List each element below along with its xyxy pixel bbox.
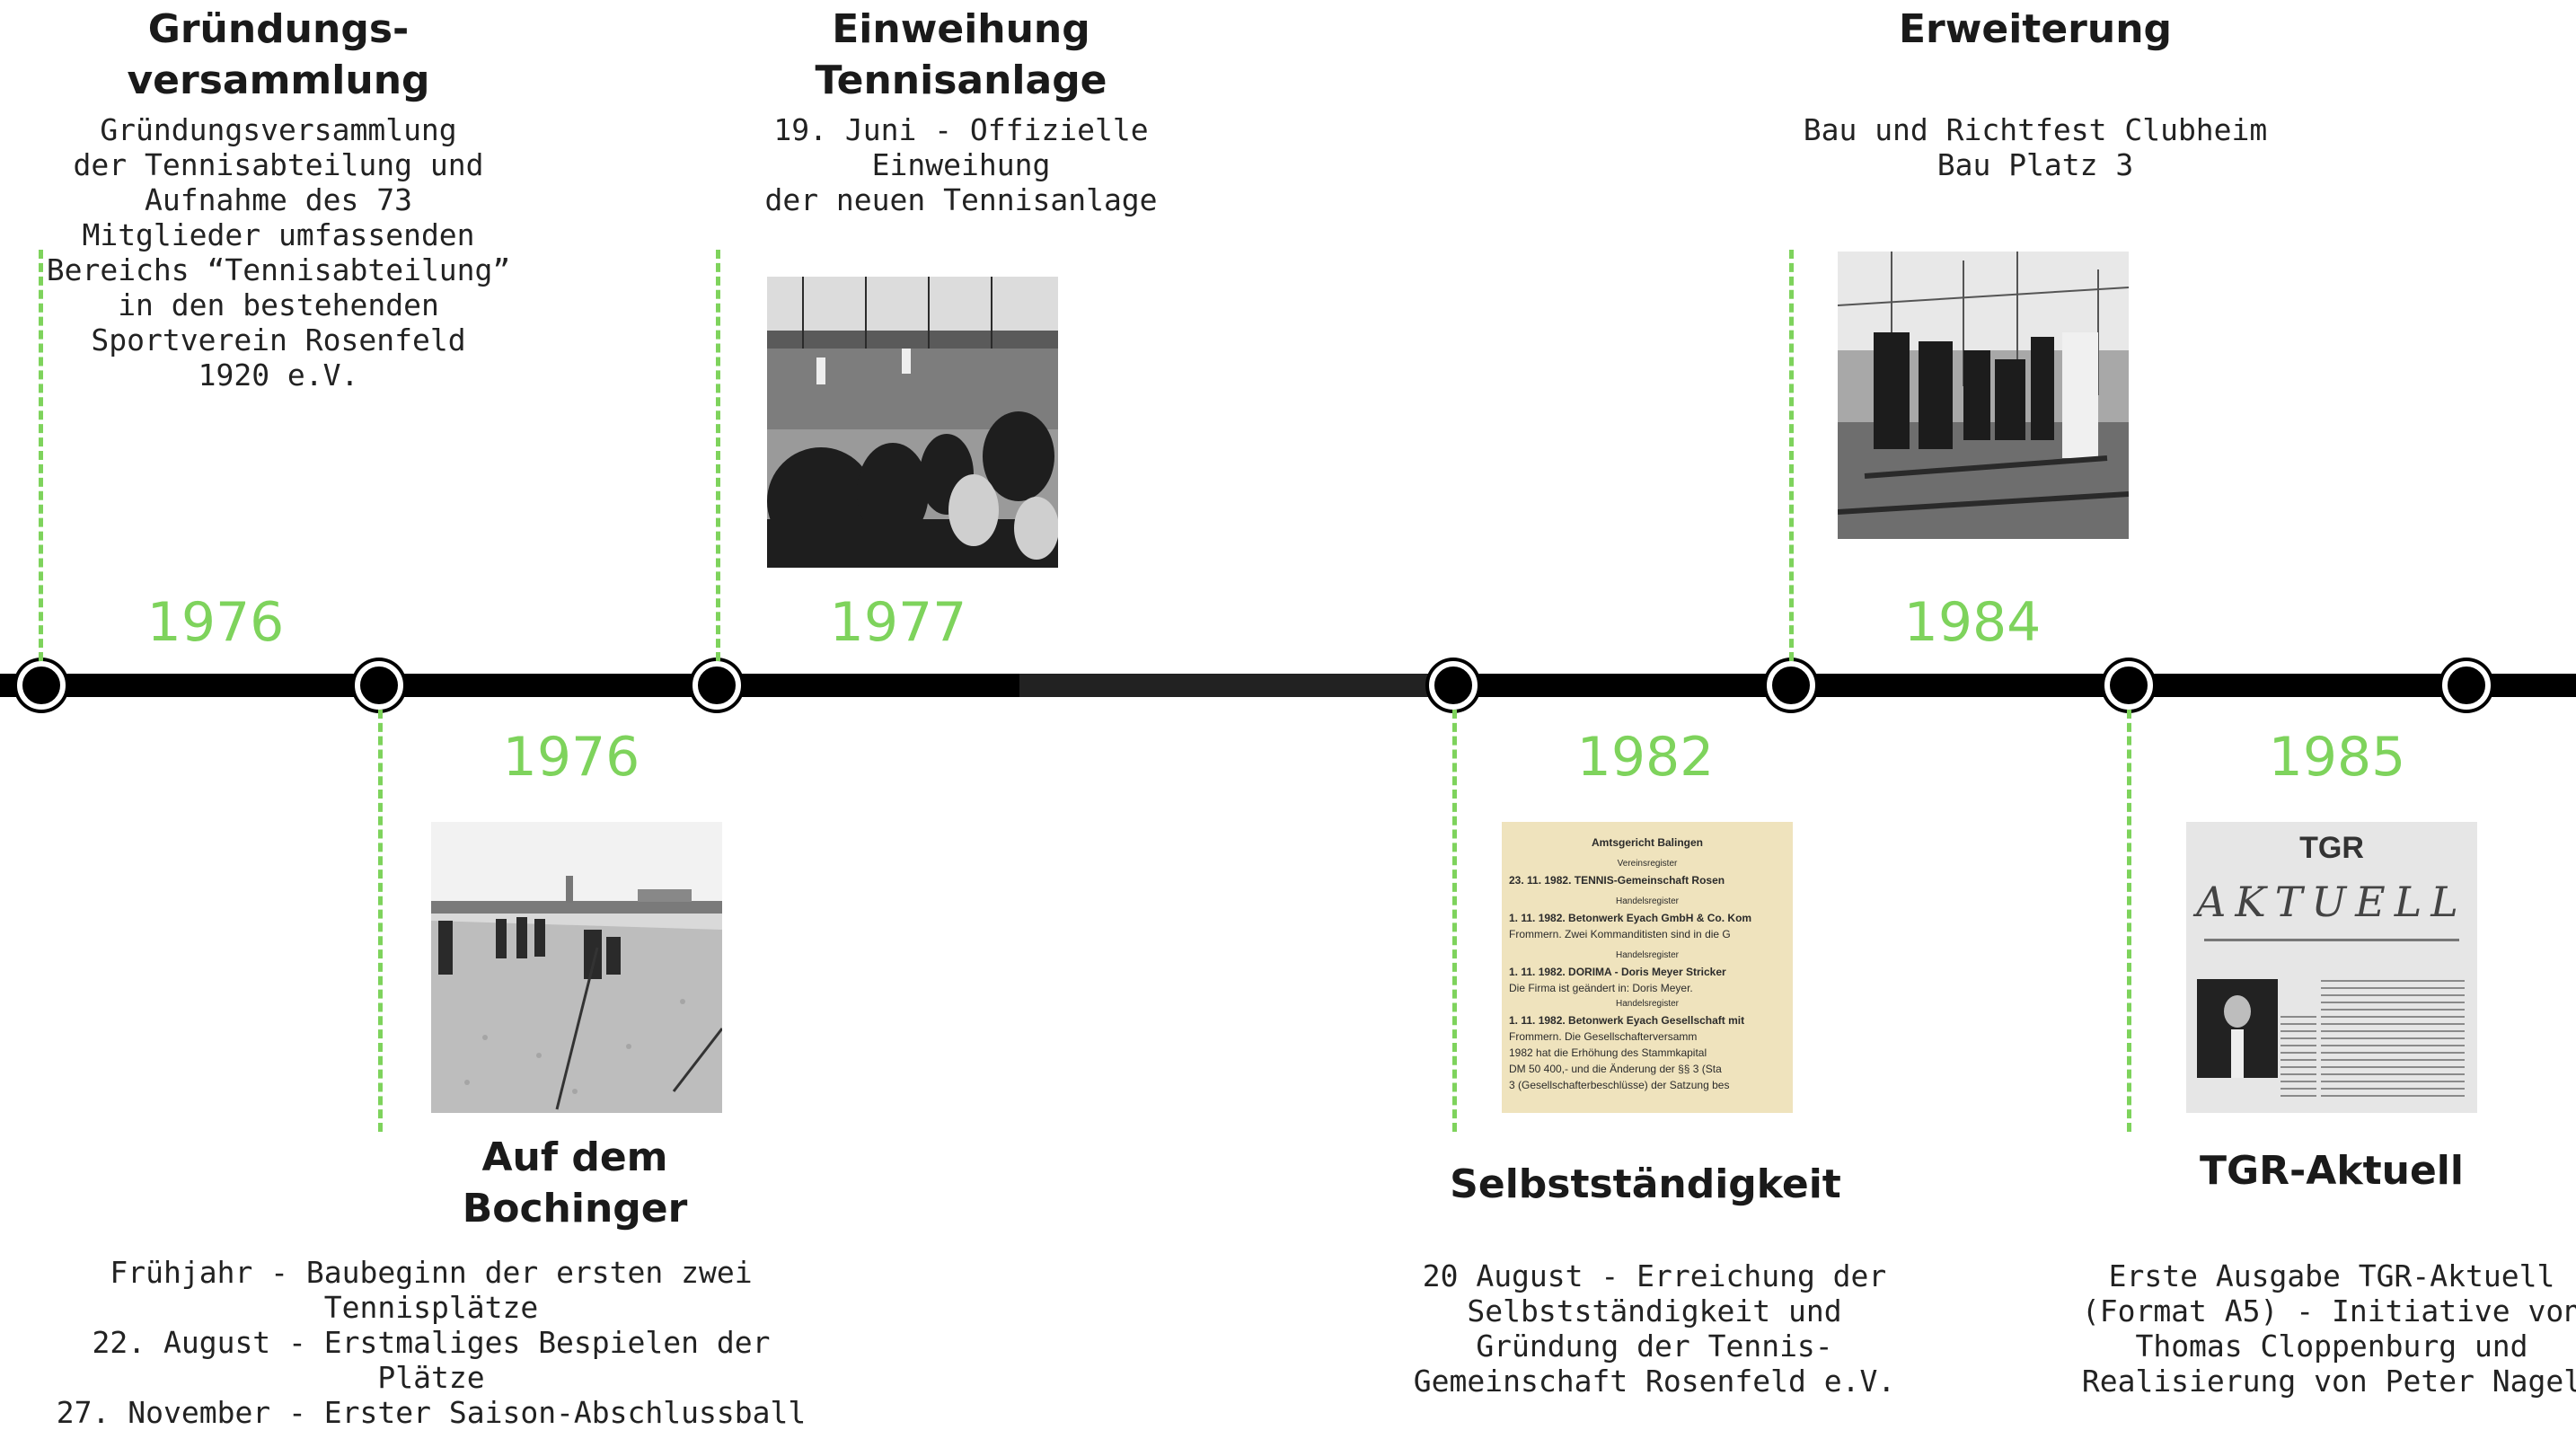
clipping-line: Handelsregister <box>1615 999 1680 1009</box>
timeline-node[interactable] <box>2442 661 2491 710</box>
magazine-name: AKTUELL <box>2196 878 2467 926</box>
event-title: TGR-Aktuell <box>2200 1148 2464 1194</box>
event-description: Erste Ausgabe TGR-Aktuell (Format A5) - … <box>2081 1258 2576 1399</box>
event-description: 20 August - Erreichung der Selbstständig… <box>1413 1258 1896 1399</box>
event-description: 19. Juni - Offizielle Einweihung der neu… <box>764 112 1158 217</box>
event-title: Selbstständigkeit <box>1450 1161 1841 1207</box>
clipping-line: Frommern. Die Gesellschafterversamm <box>1509 1030 1698 1043</box>
timeline-line-segment <box>1019 674 1451 697</box>
event-photo[interactable] <box>767 277 1058 568</box>
clipping-line: 1982 hat die Erhöhung des Stammkapital <box>1509 1046 1707 1059</box>
event-description: Bau und Richtfest Clubheim Bau Platz 3 <box>1803 112 2268 182</box>
timeline-node[interactable] <box>17 661 66 710</box>
connector-dashed-line <box>1789 250 1794 661</box>
event-photo[interactable] <box>431 822 722 1113</box>
timeline-node[interactable] <box>1429 661 1478 710</box>
magazine-text-lines <box>2280 1011 2316 1100</box>
clipping-line: Die Firma ist geändert in: Doris Meyer. <box>1509 982 1693 994</box>
clipping-line: 1. 11. 1982. DORIMA - Doris Meyer Strick… <box>1509 966 1726 978</box>
connector-dashed-line <box>716 250 720 661</box>
connector-dashed-line <box>2127 710 2131 1132</box>
clipping-line: DM 50 400,- und die Änderung der §§ 3 (S… <box>1509 1063 1722 1075</box>
clipping-line: Vereinsregister <box>1617 859 1678 869</box>
event-description: Gründungsversammlung der Tennisabteilung… <box>46 112 511 393</box>
event-title: Auf dem Bochinger <box>462 1134 688 1231</box>
connector-dashed-line <box>39 250 43 661</box>
event-year: 1977 <box>829 591 967 654</box>
clipping-line: 3 (Gesellschafterbeschlüsse) der Satzung… <box>1509 1079 1730 1091</box>
clipping-line: 1. 11. 1982. Betonwerk Eyach Gesellschaf… <box>1509 1014 1745 1027</box>
construction-photo-icon <box>431 822 722 1113</box>
event-photo[interactable]: TGR AKTUELL <box>2186 822 2477 1113</box>
magazine-text-lines <box>2321 975 2465 1100</box>
timeline-node[interactable] <box>693 661 741 710</box>
event-photo[interactable] <box>1838 252 2129 539</box>
event-title: Einweihung Tennisanlage <box>815 6 1107 103</box>
magazine-rule <box>2204 939 2459 941</box>
clipping-line: 1. 11. 1982. Betonwerk Eyach GmbH & Co. … <box>1509 912 1752 924</box>
clipping-line: Handelsregister <box>1615 950 1680 960</box>
clipping-line: 23. 11. 1982. TENNIS-Gemeinschaft Rosen <box>1509 874 1725 887</box>
event-title: Gründungs- versammlung <box>127 6 430 103</box>
magazine-cover: TGR AKTUELL <box>2186 822 2477 1113</box>
event-year: 1984 <box>1903 591 2042 654</box>
construction-site-photo-icon <box>1838 252 2129 539</box>
timeline-node[interactable] <box>1767 661 1815 710</box>
event-title: Erweiterung <box>1898 6 2173 52</box>
portrait-photo <box>2197 979 2278 1078</box>
magazine-logo: TGR <box>2299 831 2364 865</box>
clipping-heading: Amtsgericht Balingen <box>1591 836 1704 849</box>
connector-dashed-line <box>1452 710 1457 1132</box>
timeline-node[interactable] <box>355 661 403 710</box>
clipping-line: Handelsregister <box>1615 896 1680 906</box>
newspaper-clipping: Amtsgericht Balingen Vereinsregister 23.… <box>1502 822 1793 1113</box>
event-year: 1985 <box>2268 726 2406 789</box>
event-year: 1976 <box>146 591 285 654</box>
connector-dashed-line <box>378 710 383 1132</box>
tennis-court-photo-icon <box>767 277 1058 568</box>
event-description: Frühjahr - Baubeginn der ersten zwei Ten… <box>56 1255 807 1430</box>
clipping-line: Frommern. Zwei Kommanditisten sind in di… <box>1509 928 1731 940</box>
timeline-node[interactable] <box>2104 661 2153 710</box>
event-year: 1976 <box>502 726 640 789</box>
event-photo[interactable]: Amtsgericht Balingen Vereinsregister 23.… <box>1502 822 1793 1113</box>
event-year: 1982 <box>1576 726 1715 789</box>
